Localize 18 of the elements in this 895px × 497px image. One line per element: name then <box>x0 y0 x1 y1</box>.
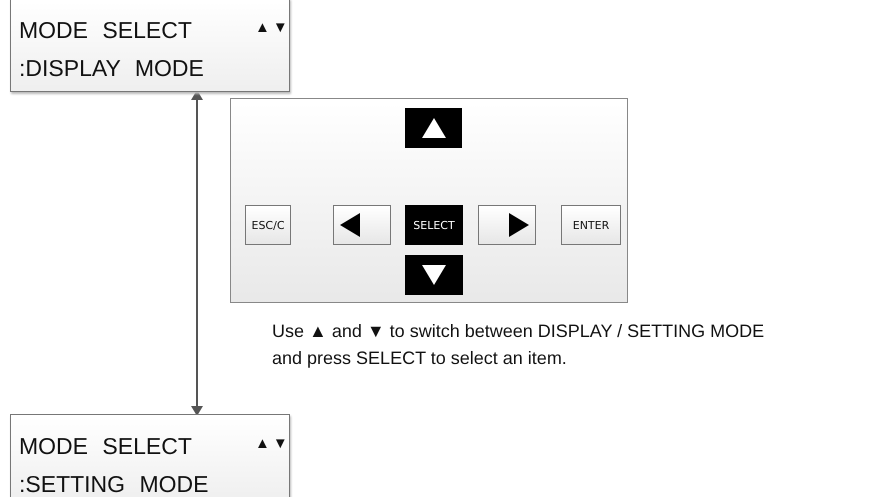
scroll-indicator: ▲▼ <box>255 435 291 452</box>
select-key: SELECT <box>405 205 463 245</box>
lcd-display <box>10 0 290 92</box>
lcd-display <box>10 414 290 497</box>
instruction-text: Use ▲ and ▼ to switch between DISPLAY / SETTING MODE and press SELECT to select an item. <box>272 320 766 370</box>
display-text: :DISPLAY MODE <box>19 55 204 82</box>
esc-key: ESC/C <box>245 205 291 245</box>
down-key <box>405 255 463 295</box>
up-key <box>405 108 462 148</box>
keypad-panel <box>230 98 628 303</box>
enter-key: ENTER <box>561 205 621 245</box>
double-arrow <box>191 90 203 416</box>
display-text: MODE SELECT <box>19 17 192 44</box>
display-text: MODE SELECT <box>19 433 192 460</box>
right-key <box>478 205 536 245</box>
display-text: :SETTING MODE <box>19 471 208 497</box>
left-key <box>333 205 391 245</box>
scroll-indicator: ▲▼ <box>255 19 291 36</box>
